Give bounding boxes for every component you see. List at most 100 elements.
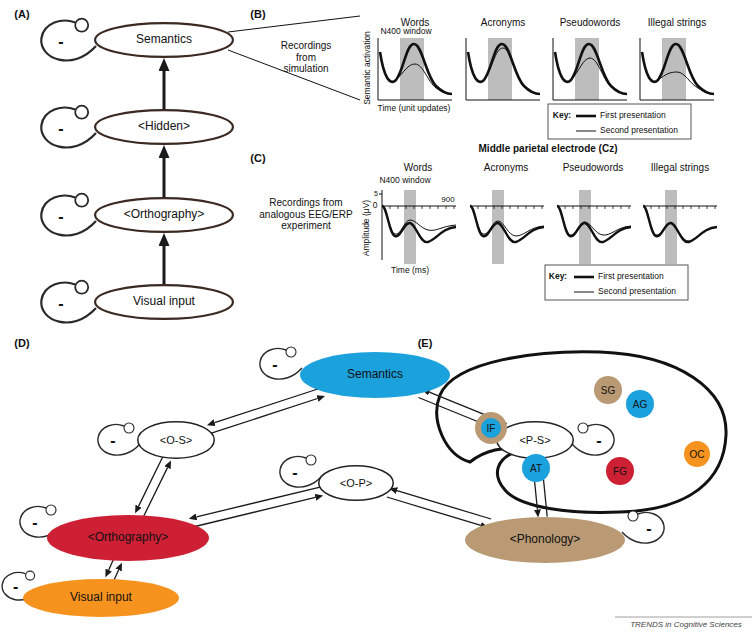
first-curve (382, 206, 456, 242)
legend-text: Second presentation (598, 287, 676, 296)
node-text-box: <Orthography> (94, 197, 234, 233)
text-label: Recordings from analogous EEG/ERP experi… (256, 197, 356, 232)
node-text-box: <O-P> (318, 465, 394, 501)
node-text-box: AG (626, 390, 654, 418)
text-label: Acronyms (481, 17, 525, 29)
loop-terminal (286, 347, 296, 357)
node-label: <O-P> (340, 477, 372, 489)
text-label: Pseudowords (563, 162, 624, 174)
axis-title: Amplitude (μV) (362, 200, 372, 256)
simulation-plot (466, 38, 540, 100)
node-text-box: <P-S> (496, 421, 574, 459)
node-label: IF (487, 423, 496, 434)
simulation-plot (640, 38, 714, 100)
text-label: (A) (14, 8, 29, 21)
axis-ticks (651, 206, 715, 209)
node-label: <Hidden> (138, 120, 190, 133)
node-label: <Orthography> (124, 208, 205, 221)
legend-key (548, 104, 691, 139)
ellipse-shape (138, 422, 215, 459)
layer-ellipse: <P-S> (496, 421, 574, 459)
first-curve (468, 44, 540, 94)
ellipse-shape (465, 517, 625, 563)
text-label: (D) (14, 337, 29, 350)
layer-ellipse: <Orthography> (94, 197, 234, 233)
ellipse-shape (23, 579, 179, 617)
simulation-plot (378, 38, 452, 100)
brain-outline (437, 352, 726, 513)
inhibition-sign: - (58, 295, 63, 313)
callout-line (228, 16, 360, 32)
simulation-plot (553, 38, 627, 100)
ellipse-shape (319, 466, 394, 501)
n400-window (662, 38, 686, 100)
node-label: Visual input (133, 295, 195, 308)
text-label: Illegal strings (648, 17, 706, 29)
connector-arrow (163, 71, 166, 109)
region-circle: IF (475, 412, 507, 444)
node-label: AG (633, 399, 647, 410)
inhibition-sign: - (58, 208, 63, 226)
node-text-box: Visual input (23, 579, 179, 617)
callout-lines (228, 16, 360, 100)
text-label: 0 (373, 201, 378, 211)
plot-axis (643, 206, 717, 207)
loop-terminal (124, 423, 134, 433)
axis-ticks (390, 206, 454, 209)
connector-arrow (139, 457, 163, 507)
erp-plot (643, 190, 717, 264)
inhibition-sign: - (272, 356, 277, 374)
first-curve (380, 44, 452, 94)
node-label: <P-S> (519, 434, 550, 446)
second-curve (642, 52, 714, 94)
loop-terminal (75, 281, 88, 294)
ellipse-shape (95, 285, 233, 319)
layer-ellipse: Semantics (300, 352, 450, 398)
legend-key (545, 265, 688, 300)
text-label: Words (404, 162, 433, 174)
legend-text: First presentation (598, 272, 664, 281)
inhibition-sign: - (110, 432, 115, 450)
legend-text: Second presentation (600, 126, 678, 135)
region-circle: FG (606, 457, 634, 485)
plot-axis (466, 38, 540, 100)
layer-ellipse: <O-P> (318, 465, 394, 501)
inhibition-sign: - (646, 520, 651, 538)
layer-ellipse: <Hidden> (94, 109, 234, 145)
text-label: Pseudowords (560, 17, 621, 29)
text-label: Acronyms (484, 162, 528, 174)
loop-terminal (628, 511, 638, 521)
connector-arrow (215, 388, 323, 423)
first-curve (470, 206, 544, 242)
region-circle: AT (522, 454, 550, 482)
legend-text: First presentation (600, 111, 666, 120)
connector-arrow (163, 246, 166, 284)
callout-line (228, 50, 360, 100)
connector-arrow (143, 468, 167, 518)
ellipse-shape (594, 376, 622, 404)
second-curve (468, 48, 540, 94)
ellipse-shape (684, 441, 710, 467)
inhibition-sign: - (13, 578, 18, 596)
region-circle: AG (626, 390, 654, 418)
loop-terminal (578, 423, 588, 433)
plot-axis (557, 206, 631, 207)
node-label: <Phonology> (510, 533, 581, 546)
n400-window (400, 38, 424, 100)
loop-terminal (75, 106, 88, 119)
first-curve (642, 44, 714, 94)
text-label: N400 window (380, 27, 431, 37)
connector-arrow (191, 497, 316, 527)
ellipse-shape (95, 110, 233, 144)
node-text-box: Visual input (94, 284, 234, 320)
text-label: (E) (418, 337, 433, 350)
text-label: (C) (250, 152, 265, 165)
node-label: Visual input (70, 591, 132, 604)
layer-ellipse: <O-S> (137, 421, 215, 459)
footer-rule (615, 617, 752, 618)
second-curve (380, 52, 452, 94)
text-label: Key: (549, 272, 567, 282)
self-inhibition-loops (2, 19, 664, 600)
text-label: Time (ms) (391, 266, 429, 276)
plot-axis (470, 206, 544, 207)
